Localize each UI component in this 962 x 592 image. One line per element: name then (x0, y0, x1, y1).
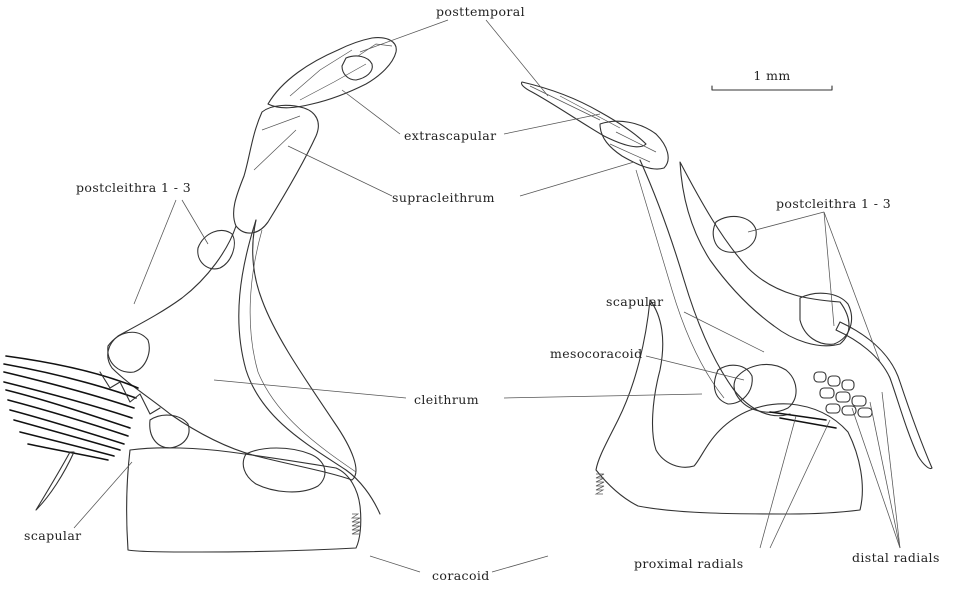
right-postcleithra-bone (713, 216, 756, 252)
label-scapular-left: scapular (24, 528, 82, 543)
left-scapular-bone (108, 332, 149, 372)
label-distal-radials: distal radials (852, 550, 940, 565)
left-cleithrum-ridge (239, 220, 380, 514)
left-coracoid-teeth (352, 514, 360, 534)
label-posttemporal: posttemporal (436, 4, 525, 19)
right-girdle (521, 82, 932, 514)
right-scapular-plate (680, 162, 849, 346)
left-cleithrum-bone (108, 220, 356, 480)
label-coracoid: coracoid (432, 568, 490, 583)
right-posttemporal-bone (521, 82, 646, 147)
label-postcleithra-right: postcleithra 1 - 3 (776, 196, 891, 211)
right-radials (770, 372, 872, 428)
label-scapular-right: scapular (606, 294, 664, 309)
scale-bar: 1 mm (712, 68, 832, 90)
scale-bar-label: 1 mm (753, 68, 790, 83)
label-mesocoracoid: mesocoracoid (550, 346, 642, 361)
left-fin-rays (4, 356, 160, 510)
leader-lines (74, 20, 900, 572)
label-cleithrum: cleithrum (414, 392, 479, 407)
left-extrascapular-bone (342, 56, 372, 80)
labels: posttemporal extrascapular supracleithru… (24, 4, 940, 583)
label-proximal-radials: proximal radials (634, 556, 744, 571)
label-extrascapular: extrascapular (404, 128, 496, 143)
right-supracleithrum-bone (600, 121, 668, 169)
right-coracoid-bone (596, 300, 862, 514)
right-coracoid-teeth (596, 474, 604, 494)
left-posttemporal-bone (268, 38, 396, 108)
left-girdle (4, 38, 396, 552)
label-postcleithra-left: postcleithra 1 - 3 (76, 180, 191, 195)
left-posttemporal-detail (290, 44, 392, 100)
label-supracleithrum: supracleithrum (392, 190, 495, 205)
